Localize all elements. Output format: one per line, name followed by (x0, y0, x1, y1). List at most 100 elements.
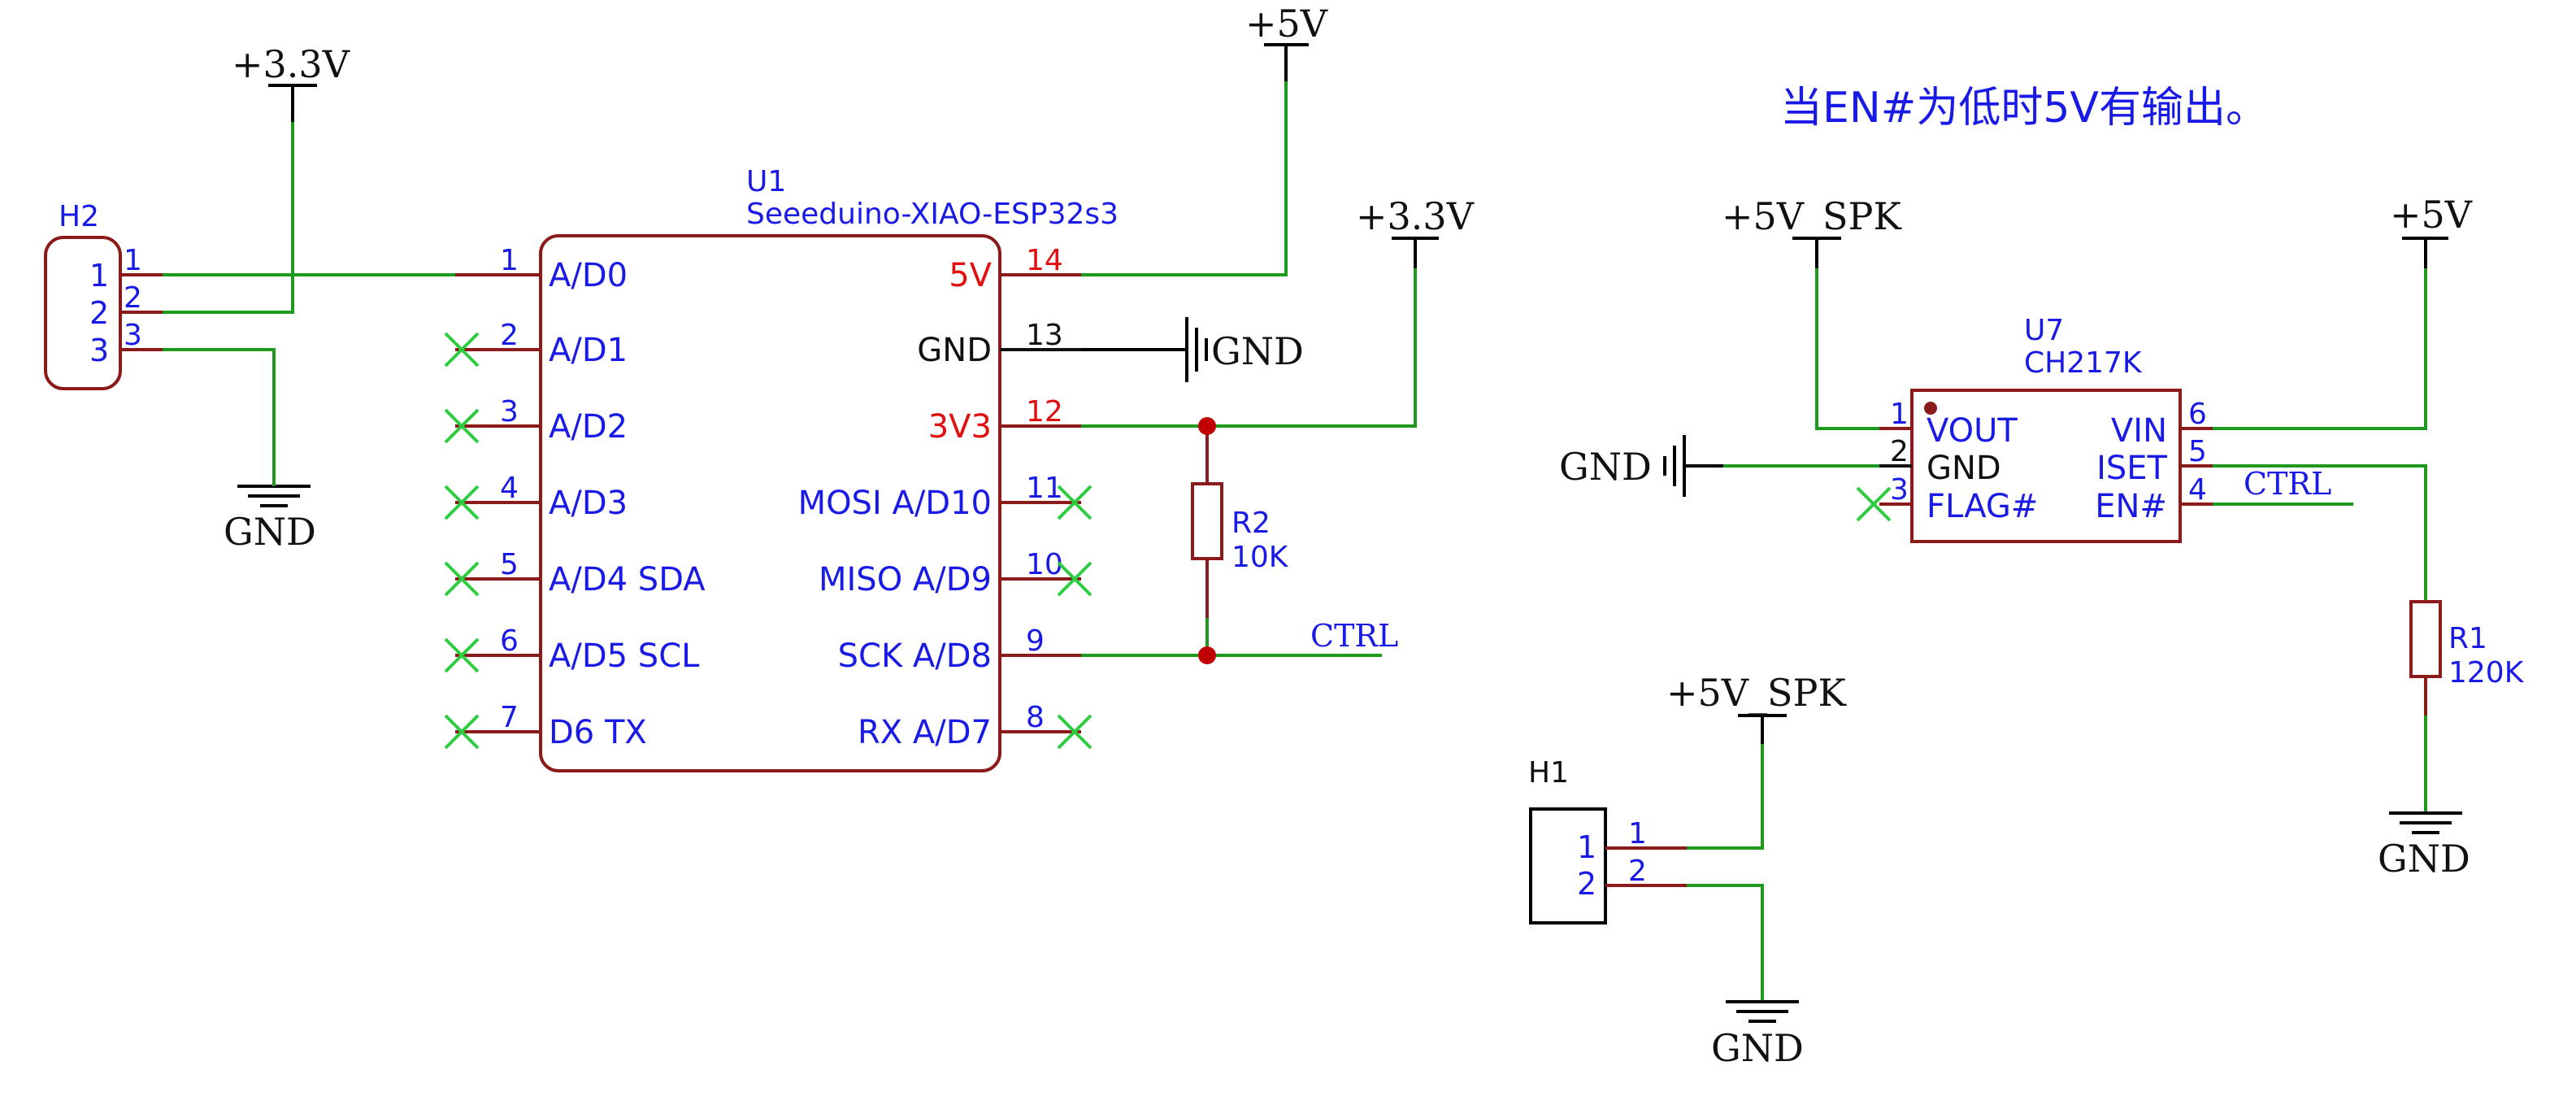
pin-name: EN# (2095, 488, 2167, 525)
pin-name: MOSI A/D10 (798, 485, 992, 522)
pin-number: 10 (1026, 548, 1063, 581)
connector-h1-pin-num: 1 (1628, 817, 1647, 850)
pin-name: 5V (949, 257, 992, 294)
wire (163, 122, 294, 314)
wire (163, 348, 276, 486)
wire (1687, 884, 1764, 1002)
resistor-r2-ref: R2 (1232, 507, 1271, 540)
pin-name: A/D1 (549, 332, 628, 369)
pin-name: VOUT (1927, 412, 2018, 450)
ground-symbol-h1[interactable]: GND (1711, 1000, 1804, 1070)
power-port-5v-b[interactable]: +5V (2390, 193, 2473, 268)
connector-h2-pin-num: 1 (124, 244, 142, 277)
pin-name: VIN (2111, 412, 2167, 450)
pin-name: GND (917, 332, 992, 369)
pin-name: D6 TX (549, 714, 647, 751)
pin-number: 5 (500, 548, 519, 581)
power-port-5v-spk-b[interactable]: +5V_SPK (1666, 671, 1847, 744)
pin-number: 6 (500, 624, 519, 658)
ground-label: GND (2378, 837, 2470, 881)
pin-number: 7 (500, 701, 519, 734)
pin-name: FLAG# (1927, 488, 2038, 525)
resistor-r1-value: 120K (2448, 656, 2525, 690)
power-port-5v[interactable]: +5V (1245, 2, 1328, 81)
connector-h1[interactable]: H1 1 2 1 2 (1528, 756, 1687, 924)
power-port-label: +5V_SPK (1722, 194, 1902, 238)
resistor-r1-body (2409, 600, 2442, 678)
pin-number: 4 (2188, 473, 2207, 507)
power-port-3v3[interactable]: +3.3V (232, 42, 350, 122)
power-port-label: +3.3V (1356, 194, 1475, 238)
connector-h2-pin-label: 2 (89, 295, 109, 331)
pin-number: 1 (500, 244, 519, 277)
wire (1687, 744, 1764, 850)
power-port-label: +5V (2390, 193, 2473, 237)
ic-u7-value: CH217K (2024, 346, 2143, 380)
pin-name: A/D4 SDA (549, 561, 706, 598)
pin-name: GND (1927, 450, 2001, 487)
pin-name: 3V3 (928, 408, 992, 446)
pin-number: 12 (1026, 395, 1063, 428)
connector-h2-pin-num: 3 (124, 319, 142, 352)
pin-number: 9 (1026, 624, 1045, 658)
pin-number: 13 (1026, 319, 1063, 352)
ic-u7-ref: U7 (2024, 314, 2064, 347)
net-label-ctrl: CTRL (2244, 466, 2331, 502)
power-port-5v-spk[interactable]: +5V_SPK (1722, 194, 1902, 268)
wire (1081, 81, 1288, 276)
connector-h2-body (44, 236, 122, 390)
connector-h1-ref: H1 (1528, 756, 1569, 790)
pin-number: 3 (500, 395, 519, 428)
connector-h2-pin-label: 1 (89, 258, 109, 294)
resistor-r1-ref: R1 (2448, 622, 2487, 655)
connector-h2-pin-num: 2 (124, 281, 142, 315)
wire (2213, 268, 2427, 430)
connector-h2-ref: H2 (59, 200, 99, 233)
resistor-r1[interactable]: R1 120K (2409, 600, 2525, 716)
wire (1815, 268, 1879, 430)
pin-name: A/D3 (549, 485, 628, 522)
resistor-r2-value: 10K (1232, 541, 1289, 574)
pin-number: 6 (2188, 398, 2207, 431)
module-u1-ref: U1 (746, 165, 786, 198)
ground-symbol-h2[interactable]: GND (224, 485, 316, 554)
ic-u7[interactable]: U7 CH217K 1 2 3 VOUT GND FLAG# 6 5 4 VIN… (1879, 314, 2213, 543)
resistor-r2-body (1191, 482, 1223, 560)
pin-name: ISET (2096, 450, 2167, 487)
pin-name: A/D5 SCL (549, 637, 700, 675)
pin-name: A/D2 (549, 408, 628, 446)
module-u1[interactable]: U1 Seeeduino-XIAO-ESP32s3 1 2 3 4 5 6 7 … (455, 165, 1119, 772)
pin-number: 11 (1026, 472, 1063, 505)
pin-name: MISO A/D9 (819, 561, 992, 598)
pin-number: 2 (500, 319, 519, 352)
connector-h1-pin-label: 2 (1577, 866, 1596, 902)
pin-number: 2 (1890, 435, 1909, 468)
pin-number: 3 (1890, 473, 1909, 507)
ground-label: GND (224, 510, 316, 554)
pin-name: A/D0 (549, 257, 628, 294)
connector-h1-pin-num: 2 (1628, 855, 1647, 888)
design-note: 当EN#为低时5V有输出。 (1780, 84, 2268, 133)
ground-symbol-r1[interactable]: GND (2378, 811, 2470, 881)
ground-label: GND (1711, 1026, 1804, 1070)
power-port-label: +3.3V (232, 42, 350, 86)
pin-number: 14 (1026, 244, 1063, 277)
pin-name: RX A/D7 (858, 714, 992, 751)
ground-label: GND (1559, 445, 1652, 489)
wire (2213, 464, 2427, 602)
resistor-r2[interactable]: R2 10K (1191, 426, 1289, 618)
ground-symbol-u1[interactable]: GND (1185, 317, 1304, 382)
pin-number: 4 (500, 472, 519, 505)
no-connect-markers (444, 332, 1892, 750)
ground-symbol-u7[interactable]: GND (1559, 435, 1686, 497)
pin-number: 1 (1890, 398, 1909, 431)
net-label-ctrl: CTRL (1310, 618, 1398, 654)
power-port-label: +5V_SPK (1666, 671, 1847, 715)
power-port-3v3-b[interactable]: +3.3V (1356, 194, 1475, 268)
connector-h2[interactable]: H2 1 2 3 1 2 3 (44, 200, 163, 390)
connector-h2-pin-label: 3 (89, 333, 109, 368)
pin-number: 5 (2188, 435, 2207, 468)
pin1-marker (1924, 402, 1937, 415)
connector-h1-pin-label: 1 (1577, 829, 1596, 865)
